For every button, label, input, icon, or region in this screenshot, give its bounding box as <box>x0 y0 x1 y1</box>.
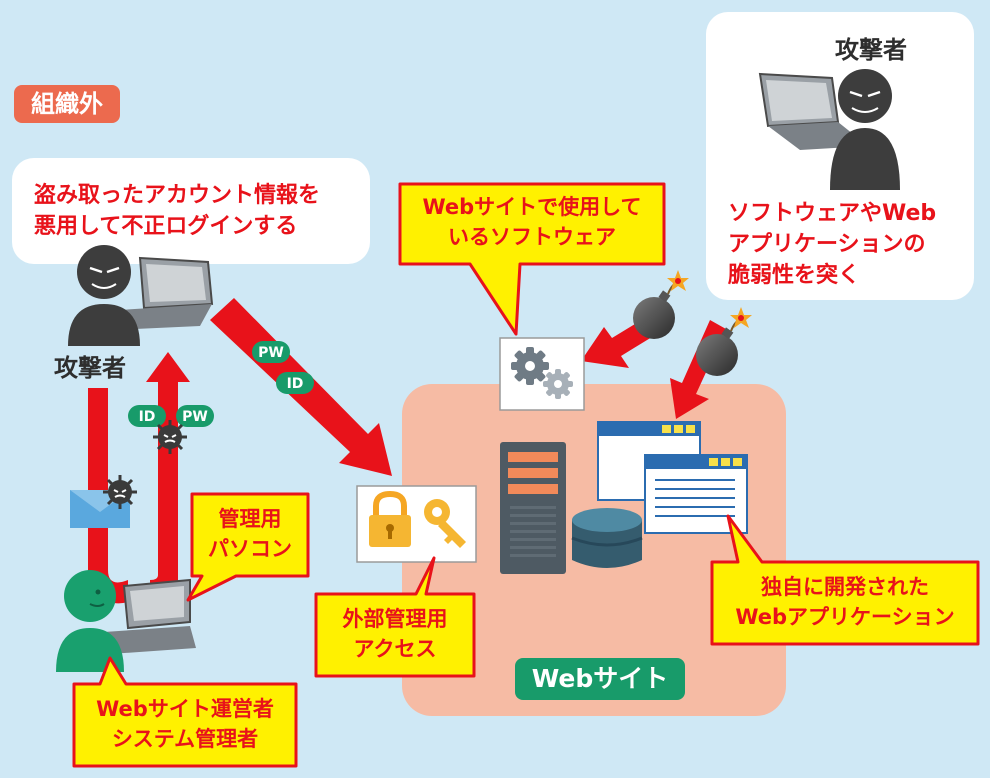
attacker-left-note-line-1: 盗み取ったアカウント情報を <box>34 183 321 208</box>
pill-id-top: ID <box>276 372 314 394</box>
callout-software-text: Webサイトで使用して いるソフトウェア <box>422 195 642 249</box>
attacker-silhouette-icon <box>68 245 140 346</box>
pill-pw-top: PW <box>252 341 290 363</box>
arrow-loop-up-head <box>146 352 190 382</box>
padlock-icon <box>369 490 411 547</box>
server-icon <box>500 442 566 574</box>
callout-webapp-text: 独自に開発された Webアプリケーション <box>735 575 955 629</box>
callout-external-admin-text: 外部管理用 アクセス <box>342 607 448 661</box>
pill-pw-left: PW <box>176 405 214 427</box>
key-icon <box>424 499 466 548</box>
svg-text:ID: ID <box>139 409 156 425</box>
callout-bubbles <box>72 182 980 768</box>
callout-webapp-bubble <box>710 514 980 646</box>
pill-id-left: ID <box>128 405 166 427</box>
svg-text:PW: PW <box>258 345 284 361</box>
attacker-left-panel <box>12 158 370 264</box>
bomb-icon <box>633 270 689 339</box>
virus-icon <box>103 475 137 509</box>
callout-admin-pc-bubble <box>186 492 310 602</box>
virus-icon <box>153 420 187 454</box>
gear-icon <box>543 369 573 399</box>
software-icon-box <box>499 337 585 411</box>
callout-operator-bubble <box>72 656 298 768</box>
gear-icon <box>511 347 549 385</box>
external-admin-icon-box <box>356 485 477 563</box>
svg-text:PW: PW <box>182 409 208 425</box>
attacker-left-label: 攻撃者 <box>54 354 126 382</box>
outside-org-label: 組織外 <box>14 85 120 123</box>
svg-text:ID: ID <box>287 376 304 392</box>
callout-external-admin-bubble <box>314 556 476 678</box>
callout-operator-text: Webサイト運営者 システム管理者 <box>96 697 274 751</box>
attacker-top-label: 攻撃者 <box>835 36 907 64</box>
arrow-bomb-to-gear <box>581 321 652 368</box>
attacker-top-note-line-1: ソフトウェアやWeb <box>728 201 937 226</box>
callout-software-bubble <box>398 182 666 336</box>
credential-pills: PW ID ID PW <box>128 341 314 427</box>
laptop-icon <box>758 72 868 150</box>
laptop-icon <box>114 256 214 330</box>
website-label: Webサイト <box>515 658 685 700</box>
laptop-icon <box>104 578 196 654</box>
attacker-silhouette-icon <box>830 69 900 190</box>
operator-silhouette-icon <box>56 570 124 672</box>
attacker-top-note-line-2: アプリケーションの <box>728 232 926 257</box>
bomb-icon <box>696 307 752 376</box>
database-icon <box>571 508 643 568</box>
attacker-top-note-line-3: 脆弱性を突く <box>728 263 861 288</box>
arrow-loop-down <box>88 388 108 578</box>
attacker-left-note-line-2: 悪用して不正ログインする <box>34 214 298 239</box>
callout-admin-pc-text: 管理用 パソコン <box>208 507 292 561</box>
